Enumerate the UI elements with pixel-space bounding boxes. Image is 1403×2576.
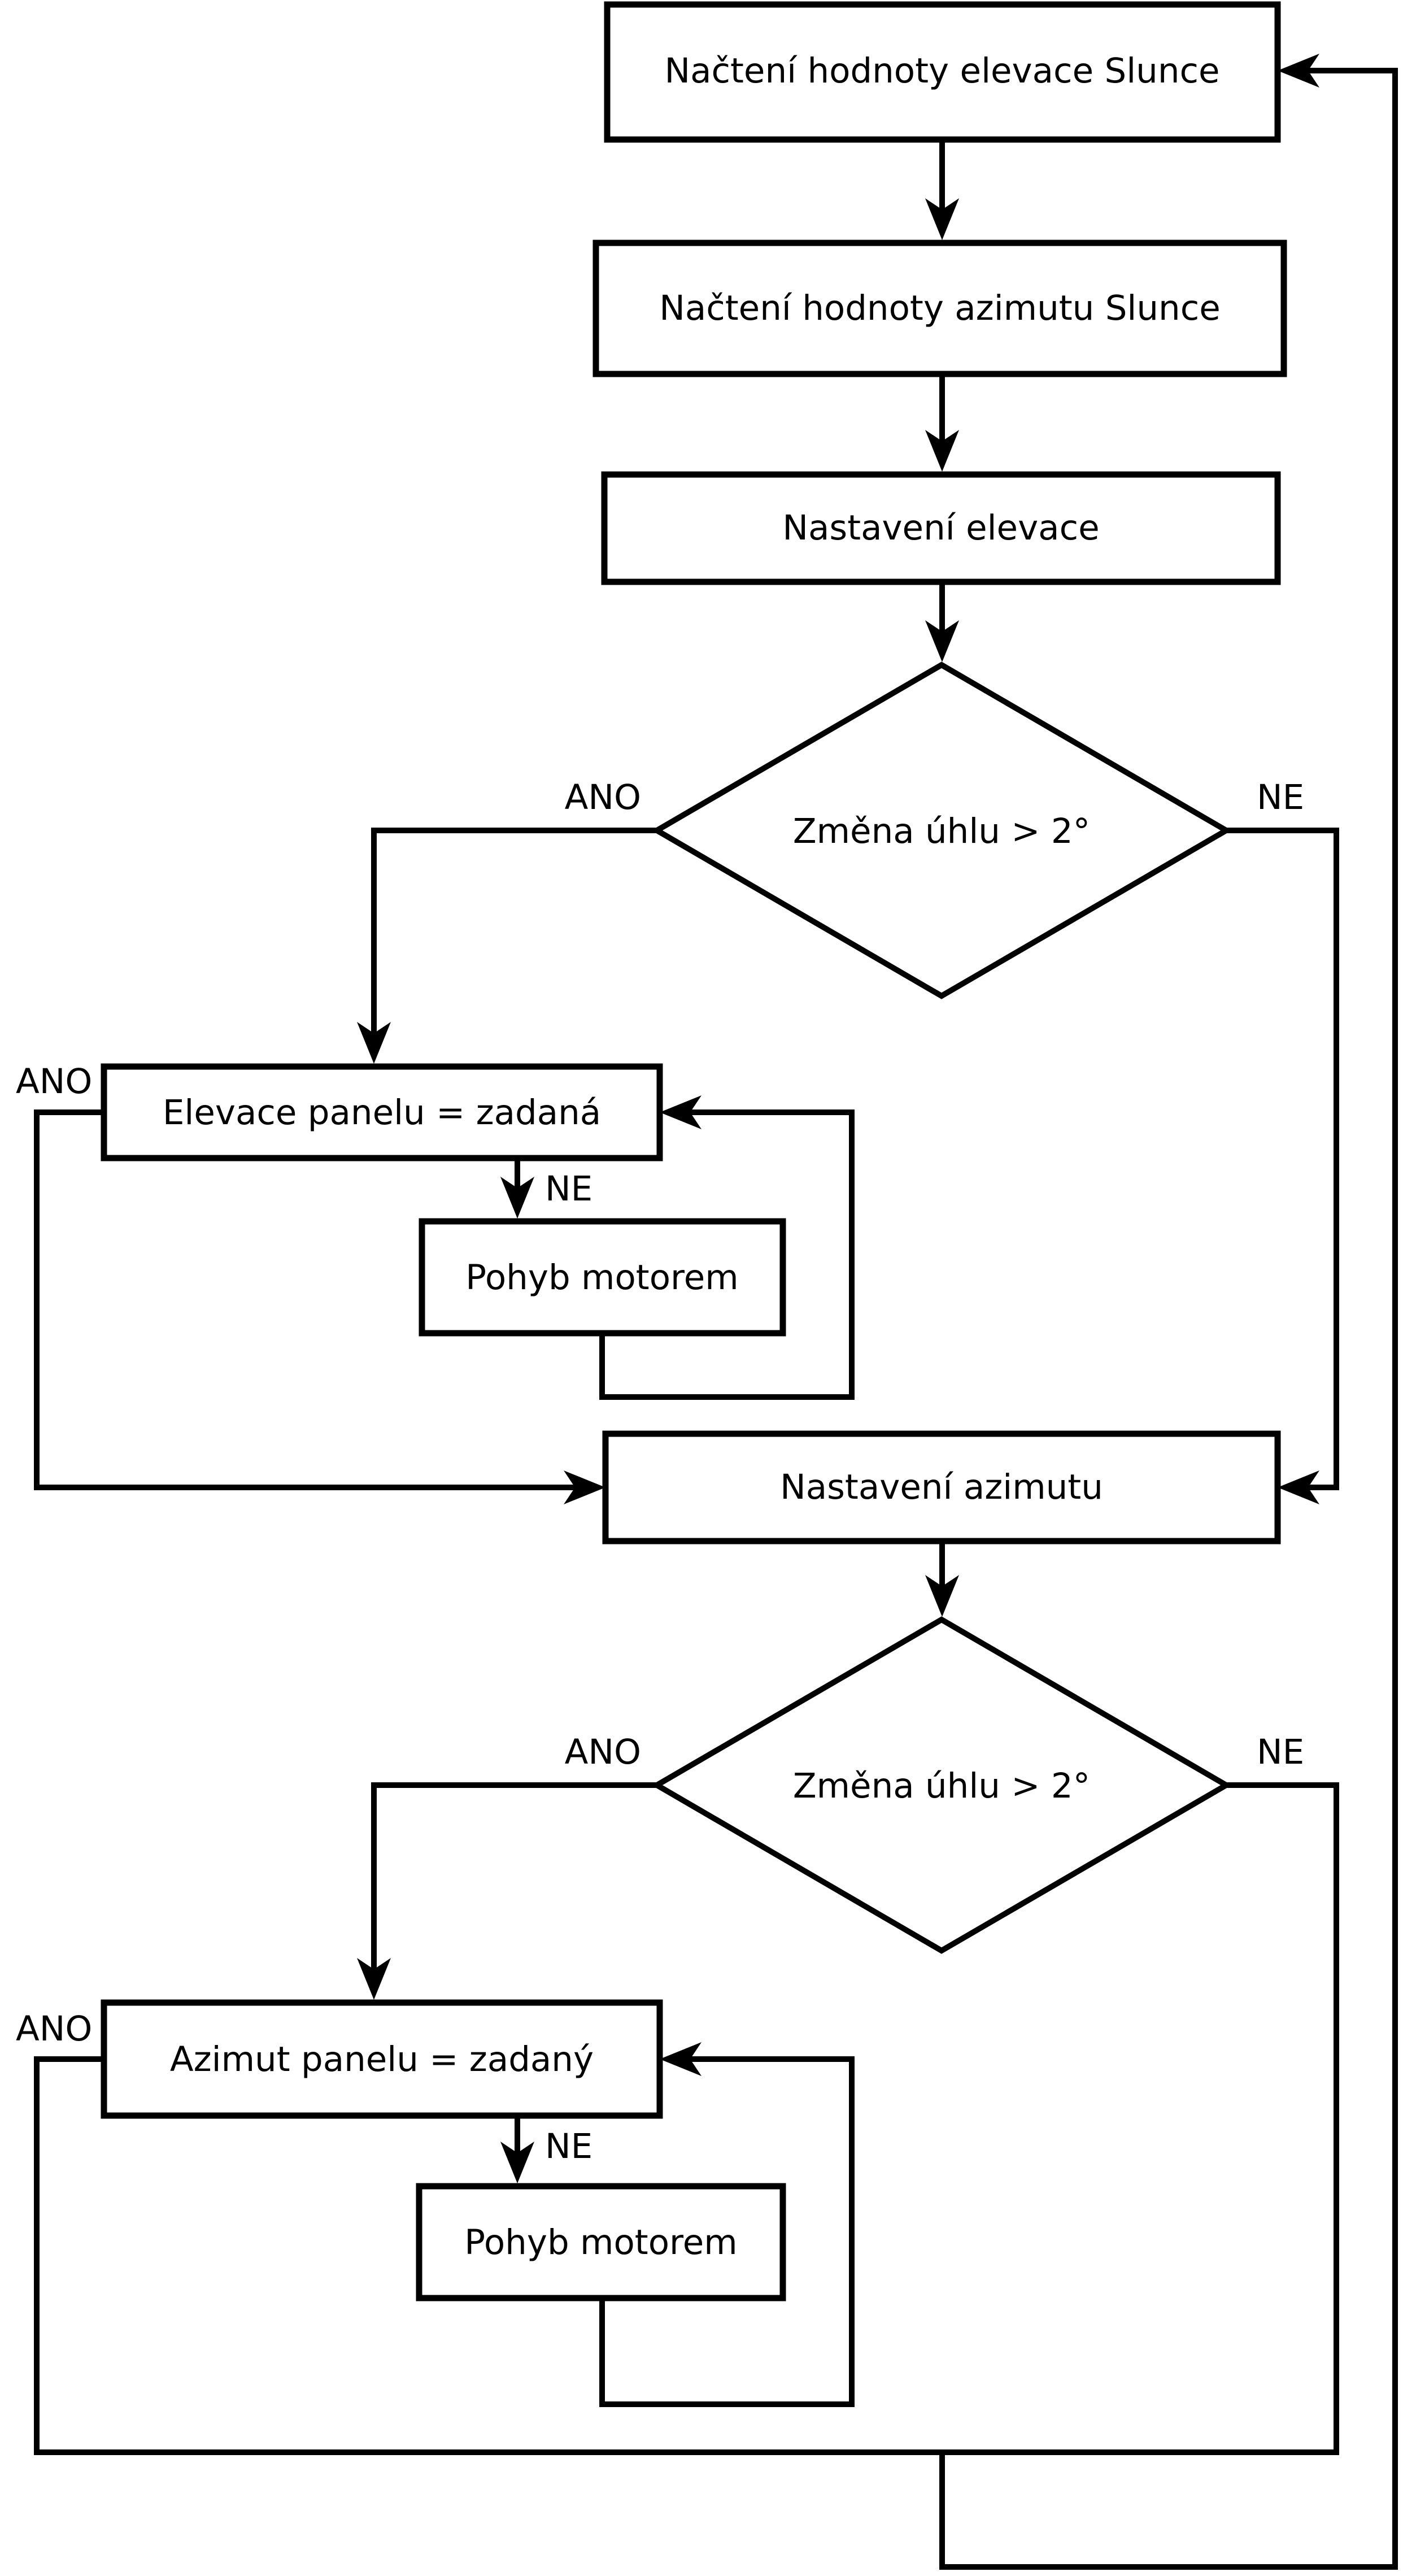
label-azimuth-equal-yes: ANO <box>16 2009 92 2049</box>
node-decision-elevation: Změna úhlu > 2° <box>651 662 1232 999</box>
node-azimuth-equal: Azimut panelu = zadaný <box>101 1999 663 2119</box>
edge-motor-azimuth-loop <box>599 2042 855 2407</box>
node-set-elevation-label: Nastavení elevace <box>782 508 1099 548</box>
node-elevation-equal-label: Elevace panelu = zadaná <box>163 1093 601 1133</box>
node-read-azimuth: Načtení hodnoty azimutu Slunce <box>592 240 1287 377</box>
node-read-elevation: Načtení hodnoty elevace Slunce <box>604 1 1281 143</box>
label-elevation-equal-no: NE <box>545 1169 592 1209</box>
node-motor-azimuth-label: Pohyb motorem <box>464 2222 737 2262</box>
label-decision-elevation-yes: ANO <box>565 777 641 817</box>
node-elevation-equal: Elevace panelu = zadaná <box>101 1063 663 1161</box>
label-elevation-equal-yes: ANO <box>16 1061 92 1102</box>
edge-azimuth-equal-yes <box>34 2056 1339 2455</box>
node-decision-azimuth: Změna úhlu > 2° <box>651 1616 1232 1954</box>
node-read-elevation-label: Načtení hodnoty elevace Slunce <box>664 51 1219 91</box>
node-azimuth-equal-label: Azimut panelu = zadaný <box>170 2039 594 2079</box>
node-set-azimuth: Nastavení azimutu <box>602 1430 1281 1544</box>
label-decision-azimuth-yes: ANO <box>565 1732 641 1772</box>
label-decision-elevation-no: NE <box>1257 777 1304 817</box>
node-decision-azimuth-label: Změna úhlu > 2° <box>793 1766 1090 1806</box>
node-set-elevation: Nastavení elevace <box>601 471 1281 585</box>
node-motor-azimuth: Pohyb motorem <box>416 2183 786 2301</box>
node-read-azimuth-label: Načtení hodnoty azimutu Slunce <box>659 288 1221 328</box>
label-decision-azimuth-no: NE <box>1257 1732 1304 1772</box>
edge-decision-azimuth-no <box>1226 1782 1339 2455</box>
node-decision-elevation-label: Změna úhlu > 2° <box>793 811 1090 851</box>
edge-return-to-start <box>939 54 1398 2570</box>
edge-decision-elevation-no <box>1226 828 1339 1504</box>
edge-decision-elevation-yes <box>357 828 657 1064</box>
label-azimuth-equal-no: NE <box>545 2126 592 2166</box>
edge-decision-azimuth-yes <box>357 1782 657 2000</box>
node-set-azimuth-label: Nastavení azimutu <box>780 1467 1103 1507</box>
edge-elevation-equal-yes <box>34 1109 605 1504</box>
node-motor-elevation-label: Pohyb motorem <box>465 1257 738 1298</box>
node-motor-elevation: Pohyb motorem <box>419 1218 786 1337</box>
edge-motor-elevation-loop <box>599 1095 855 1400</box>
